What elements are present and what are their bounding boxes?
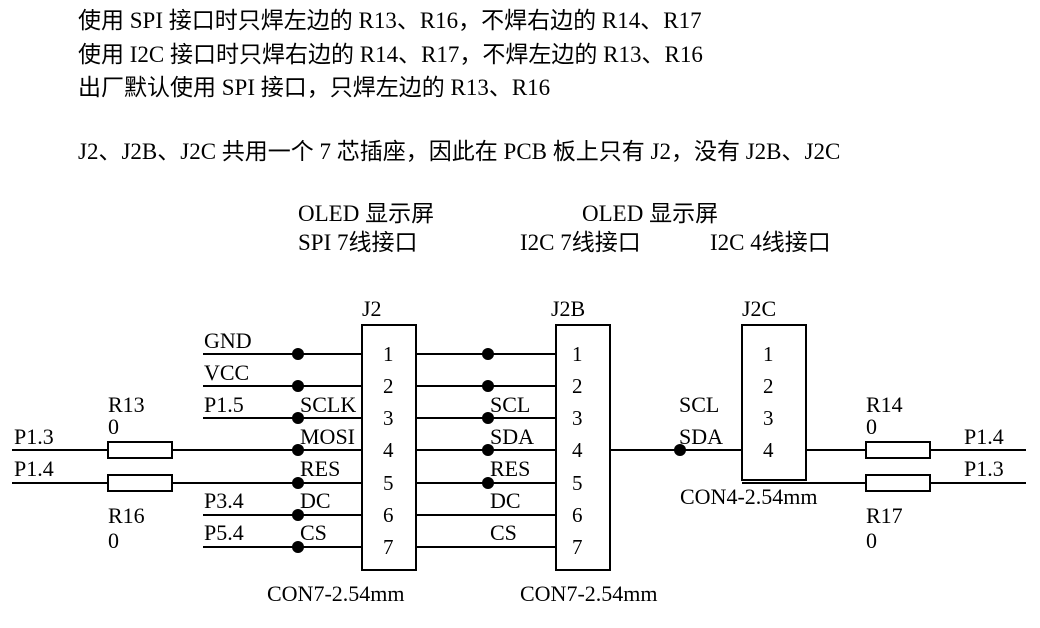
spi-header-sub: SPI 7线接口 (298, 230, 418, 255)
j2-pin: 5 (383, 471, 394, 495)
net-p15: P1.5 (204, 392, 244, 417)
j2-pin: 6 (383, 503, 394, 527)
j2c-body (741, 324, 807, 481)
r14-ref: R14 (866, 392, 903, 417)
j2c-pin: 3 (763, 406, 774, 430)
r17-value: 0 (866, 528, 877, 553)
j2b-signal: DC (490, 488, 521, 513)
r17-body (865, 474, 931, 492)
r13-ref: R13 (108, 392, 145, 417)
net-left-bottom: P1.4 (14, 456, 54, 481)
junction-dot (482, 444, 494, 456)
junction-dot (292, 477, 304, 489)
j2c-part: CON4-2.54mm (680, 484, 818, 509)
note-spi: 使用 SPI 接口时只焊左边的 R13、R16，不焊右边的 R14、R17 (78, 8, 702, 33)
net-gnd: GND (204, 328, 252, 353)
r13-value: 0 (108, 414, 119, 439)
junction-dot (292, 412, 304, 424)
j2b-pin: 7 (572, 535, 583, 559)
j2-pin: 2 (383, 374, 394, 398)
j2-body (361, 324, 417, 571)
junction-dot (292, 444, 304, 456)
junction-dot (482, 348, 494, 360)
j2-pin: 1 (383, 342, 394, 366)
r13-body (107, 441, 173, 459)
r14-body (865, 441, 931, 459)
j2b-pin: 5 (572, 471, 583, 495)
j2-ref: J2 (362, 296, 382, 321)
junction-dot (292, 541, 304, 553)
j2b-signal: SDA (490, 424, 534, 449)
junction-dot (292, 348, 304, 360)
junction-dot (292, 380, 304, 392)
note-shared-socket: J2、J2B、J2C 共用一个 7 芯插座，因此在 PCB 板上只有 J2，没有… (78, 139, 841, 164)
j2b-pin: 6 (572, 503, 583, 527)
junction-dot (674, 444, 686, 456)
j2c-pin: 4 (763, 438, 774, 462)
i2c-header-title: OLED 显示屏 (582, 201, 718, 226)
note-default: 出厂默认使用 SPI 接口，只焊左边的 R13、R16 (78, 75, 551, 100)
j2c-signal: SCL (679, 392, 719, 417)
net-p34: P3.4 (204, 488, 244, 513)
j2-signal: DC (300, 488, 331, 513)
j2-pin: 7 (383, 535, 394, 559)
net-p54: P5.4 (204, 520, 244, 545)
j2b-part: CON7-2.54mm (520, 581, 658, 606)
j2-signal: SCLK (300, 392, 356, 417)
j2c-ref: J2C (742, 296, 776, 321)
note-i2c: 使用 I2C 接口时只焊右边的 R14、R17，不焊左边的 R13、R16 (78, 42, 703, 67)
j2c-signal: SDA (679, 424, 723, 449)
j2c-pin: 2 (763, 374, 774, 398)
r14-value: 0 (866, 414, 877, 439)
r16-value: 0 (108, 528, 119, 553)
net-right-bottom: P1.3 (964, 456, 1004, 481)
i2c7-header-sub: I2C 7线接口 (520, 230, 641, 255)
junction-dot (482, 412, 494, 424)
j2b-ref: J2B (551, 296, 585, 321)
r16-body (107, 474, 173, 492)
j2b-pin: 2 (572, 374, 583, 398)
i2c4-header-sub: I2C 4线接口 (710, 230, 831, 255)
j2-pin: 4 (383, 438, 394, 462)
r17-ref: R17 (866, 503, 903, 528)
j2b-pin: 3 (572, 406, 583, 430)
junction-dot (292, 509, 304, 521)
j2b-pin: 4 (572, 438, 583, 462)
j2-pin: 3 (383, 406, 394, 430)
net-vcc: VCC (204, 360, 249, 385)
j2-part: CON7-2.54mm (267, 581, 405, 606)
j2b-pin: 1 (572, 342, 583, 366)
j2-signal: CS (300, 520, 327, 545)
spi-header-title: OLED 显示屏 (298, 201, 434, 226)
net-left-top: P1.3 (14, 424, 54, 449)
j2b-signal: SCL (490, 392, 530, 417)
j2-signal: RES (300, 456, 340, 481)
j2b-signal: CS (490, 520, 517, 545)
j2-signal: MOSI (300, 424, 355, 449)
junction-dot (482, 380, 494, 392)
j2b-signal: RES (490, 456, 530, 481)
net-right-top: P1.4 (964, 424, 1004, 449)
r16-ref: R16 (108, 503, 145, 528)
j2c-pin: 1 (763, 342, 774, 366)
j2b-body (555, 324, 611, 571)
junction-dot (482, 477, 494, 489)
